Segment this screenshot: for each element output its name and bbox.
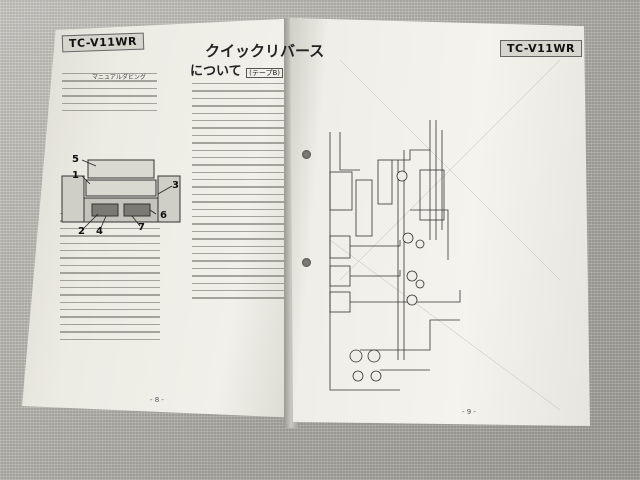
block-c	[329, 291, 351, 313]
transistor-1	[396, 170, 408, 182]
ic-block-2	[355, 179, 373, 237]
transistor-9	[352, 370, 364, 382]
callout-1: 1	[72, 170, 79, 181]
section-title-line2: について (テープB)	[190, 60, 284, 79]
block-a	[329, 235, 351, 259]
page-number-left: - 8 -	[150, 396, 164, 404]
transistor-8	[367, 349, 381, 363]
ic-block-1	[329, 171, 353, 211]
page-number-right: - 9 -	[462, 408, 476, 416]
transistor-4	[406, 270, 418, 282]
callout-6: 6	[160, 210, 167, 221]
binding-hole-top	[302, 150, 311, 159]
model-label-right: TC-V11WR	[500, 40, 583, 57]
binding-hole-bottom	[302, 258, 311, 267]
stereo-unit-top	[87, 159, 155, 179]
transistor-10	[370, 370, 382, 382]
block-b	[329, 265, 351, 287]
speaker-right	[157, 175, 181, 223]
speaker-left	[61, 175, 85, 223]
section-title-line2-text: について	[190, 64, 242, 79]
section-title-line1: クイックリバース	[205, 42, 325, 60]
text-block-right-col	[192, 83, 287, 305]
callout-5: 5	[72, 154, 79, 165]
transistor-6	[406, 294, 418, 306]
right-page	[290, 18, 590, 426]
callout-4: 4	[96, 226, 103, 237]
transistor-7	[349, 349, 363, 363]
left-heading: マニュアルダビング	[92, 74, 146, 81]
section-title-note: (テープB)	[246, 68, 284, 78]
transistor-3	[415, 239, 425, 249]
connector-block	[419, 169, 445, 221]
callout-3: 3	[172, 180, 179, 191]
callout-2: 2	[78, 226, 85, 237]
callout-7: 7	[138, 222, 145, 233]
ic-block-3	[377, 159, 393, 205]
transistor-5	[415, 279, 425, 289]
transistor-2	[402, 232, 414, 244]
stereo-unit-mid	[85, 179, 157, 197]
text-block-left-top	[62, 73, 157, 117]
tape-slot-a	[91, 203, 119, 217]
